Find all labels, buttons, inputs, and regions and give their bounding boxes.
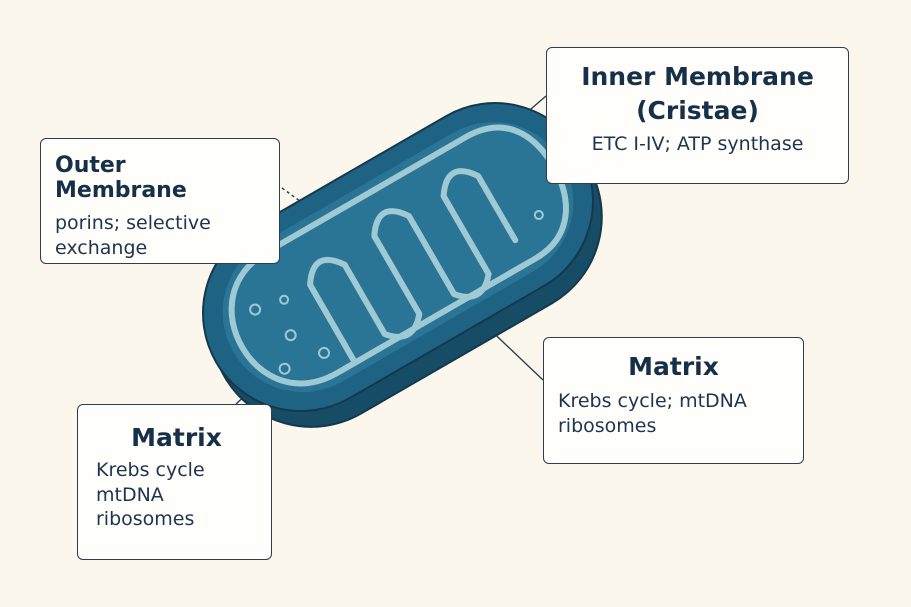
mitochondrion — [202, 102, 603, 428]
ribosome-dot — [278, 362, 291, 375]
label-inner-membrane: Inner Membrane (Cristae) ETC I-IV; ATP s… — [546, 47, 849, 184]
ribosome-dot — [318, 346, 331, 359]
inner-membrane-description: ETC I-IV; ATP synthase — [591, 132, 804, 155]
inner-membrane-title: Inner Membrane (Cristae) — [581, 62, 814, 125]
matrix-right-title: Matrix — [628, 352, 719, 381]
label-outer-membrane: Outer Membrane porins; selective exchang… — [40, 138, 280, 264]
ribosome-dot — [279, 294, 290, 305]
matrix-left-title: Matrix — [131, 423, 222, 452]
ribosome-dot — [249, 303, 262, 316]
label-matrix-right: Matrix Krebs cycle; mtDNA ribosomes — [543, 337, 804, 464]
ribosome-dot — [533, 210, 544, 221]
outer-membrane-description: porins; selective exchange — [55, 212, 211, 259]
outer-membrane-title: Outer Membrane — [55, 153, 187, 203]
matrix-right-description: Krebs cycle; mtDNA ribosomes — [558, 390, 747, 437]
inner-membrane-cristae — [228, 124, 569, 387]
label-matrix-left: Matrix Krebs cycle mtDNA ribosomes — [77, 404, 272, 560]
ribosome-dot — [284, 329, 297, 342]
cristae-folds — [307, 168, 519, 366]
matrix-left-description: Krebs cycle mtDNA ribosomes — [96, 459, 205, 531]
